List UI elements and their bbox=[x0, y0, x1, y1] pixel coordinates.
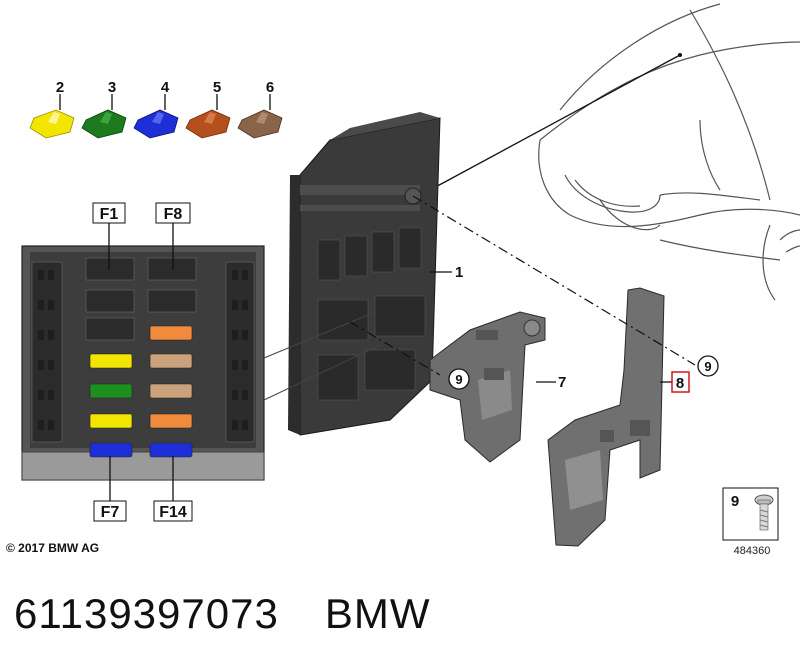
assembly-line bbox=[412, 195, 696, 366]
control-module bbox=[288, 112, 441, 436]
callout-fuse-blue: 4 bbox=[161, 79, 170, 96]
screw-icon bbox=[754, 494, 774, 531]
fuse-blue-icon bbox=[133, 109, 179, 139]
fuse-icons: 2 3 4 5 6 bbox=[29, 79, 283, 139]
fuse-label-f14: F14 bbox=[159, 504, 187, 521]
fuse-label-f8: F8 bbox=[164, 206, 183, 223]
holder bbox=[547, 287, 665, 547]
fuse-slot bbox=[89, 442, 133, 458]
callout-module: 1 bbox=[455, 264, 463, 281]
car-outline bbox=[538, 3, 800, 301]
callout-screw-legend: 9 bbox=[731, 493, 739, 510]
fuse-slots bbox=[89, 325, 193, 458]
fuse-slot bbox=[149, 353, 193, 369]
fuse-labels: F1 F8 F7 F14 bbox=[92, 202, 193, 522]
legend-code: 484360 bbox=[734, 545, 771, 557]
callout-fuse-brown: 6 bbox=[266, 79, 274, 96]
car-leader-line bbox=[429, 54, 681, 191]
car-leader-dot bbox=[678, 53, 682, 57]
callout-bracket: 7 bbox=[558, 374, 566, 391]
fuse-slot bbox=[149, 383, 193, 399]
fuse-green-icon bbox=[81, 109, 127, 139]
callout-screw-a: 9 bbox=[455, 372, 462, 387]
fuse-slot bbox=[149, 442, 193, 458]
callout-screw-b: 9 bbox=[704, 359, 711, 374]
copyright-notice: © 2017 BMW AG bbox=[6, 541, 100, 555]
fuse-brown-icon bbox=[237, 109, 283, 139]
fuse-orange-icon bbox=[185, 109, 231, 139]
fuse-slot bbox=[89, 413, 133, 429]
part-number: 61139397073 bbox=[14, 590, 279, 637]
fuse-yellow-icon bbox=[29, 109, 75, 139]
callout-fuse-orange: 5 bbox=[213, 79, 221, 96]
callout-fuse-yellow: 2 bbox=[56, 79, 64, 96]
fuse-slot bbox=[89, 383, 133, 399]
assembly-line bbox=[349, 321, 441, 376]
part-number-footer: 61139397073 BMW bbox=[14, 590, 430, 638]
fuse-slot bbox=[149, 325, 193, 341]
screw-callouts: 9 9 bbox=[448, 355, 719, 390]
fuse-slot bbox=[149, 413, 193, 429]
bracket bbox=[429, 311, 546, 463]
screw-legend: 9 484360 bbox=[722, 487, 779, 557]
fuse-box-detail bbox=[21, 245, 381, 481]
fuse-label-f1: F1 bbox=[100, 206, 119, 223]
brand-name: BMW bbox=[324, 590, 431, 637]
callout-fuse-green: 3 bbox=[108, 79, 116, 96]
fuse-label-f7: F7 bbox=[101, 504, 120, 521]
callout-holder: 8 bbox=[676, 375, 684, 392]
fuse-slot bbox=[89, 353, 133, 369]
